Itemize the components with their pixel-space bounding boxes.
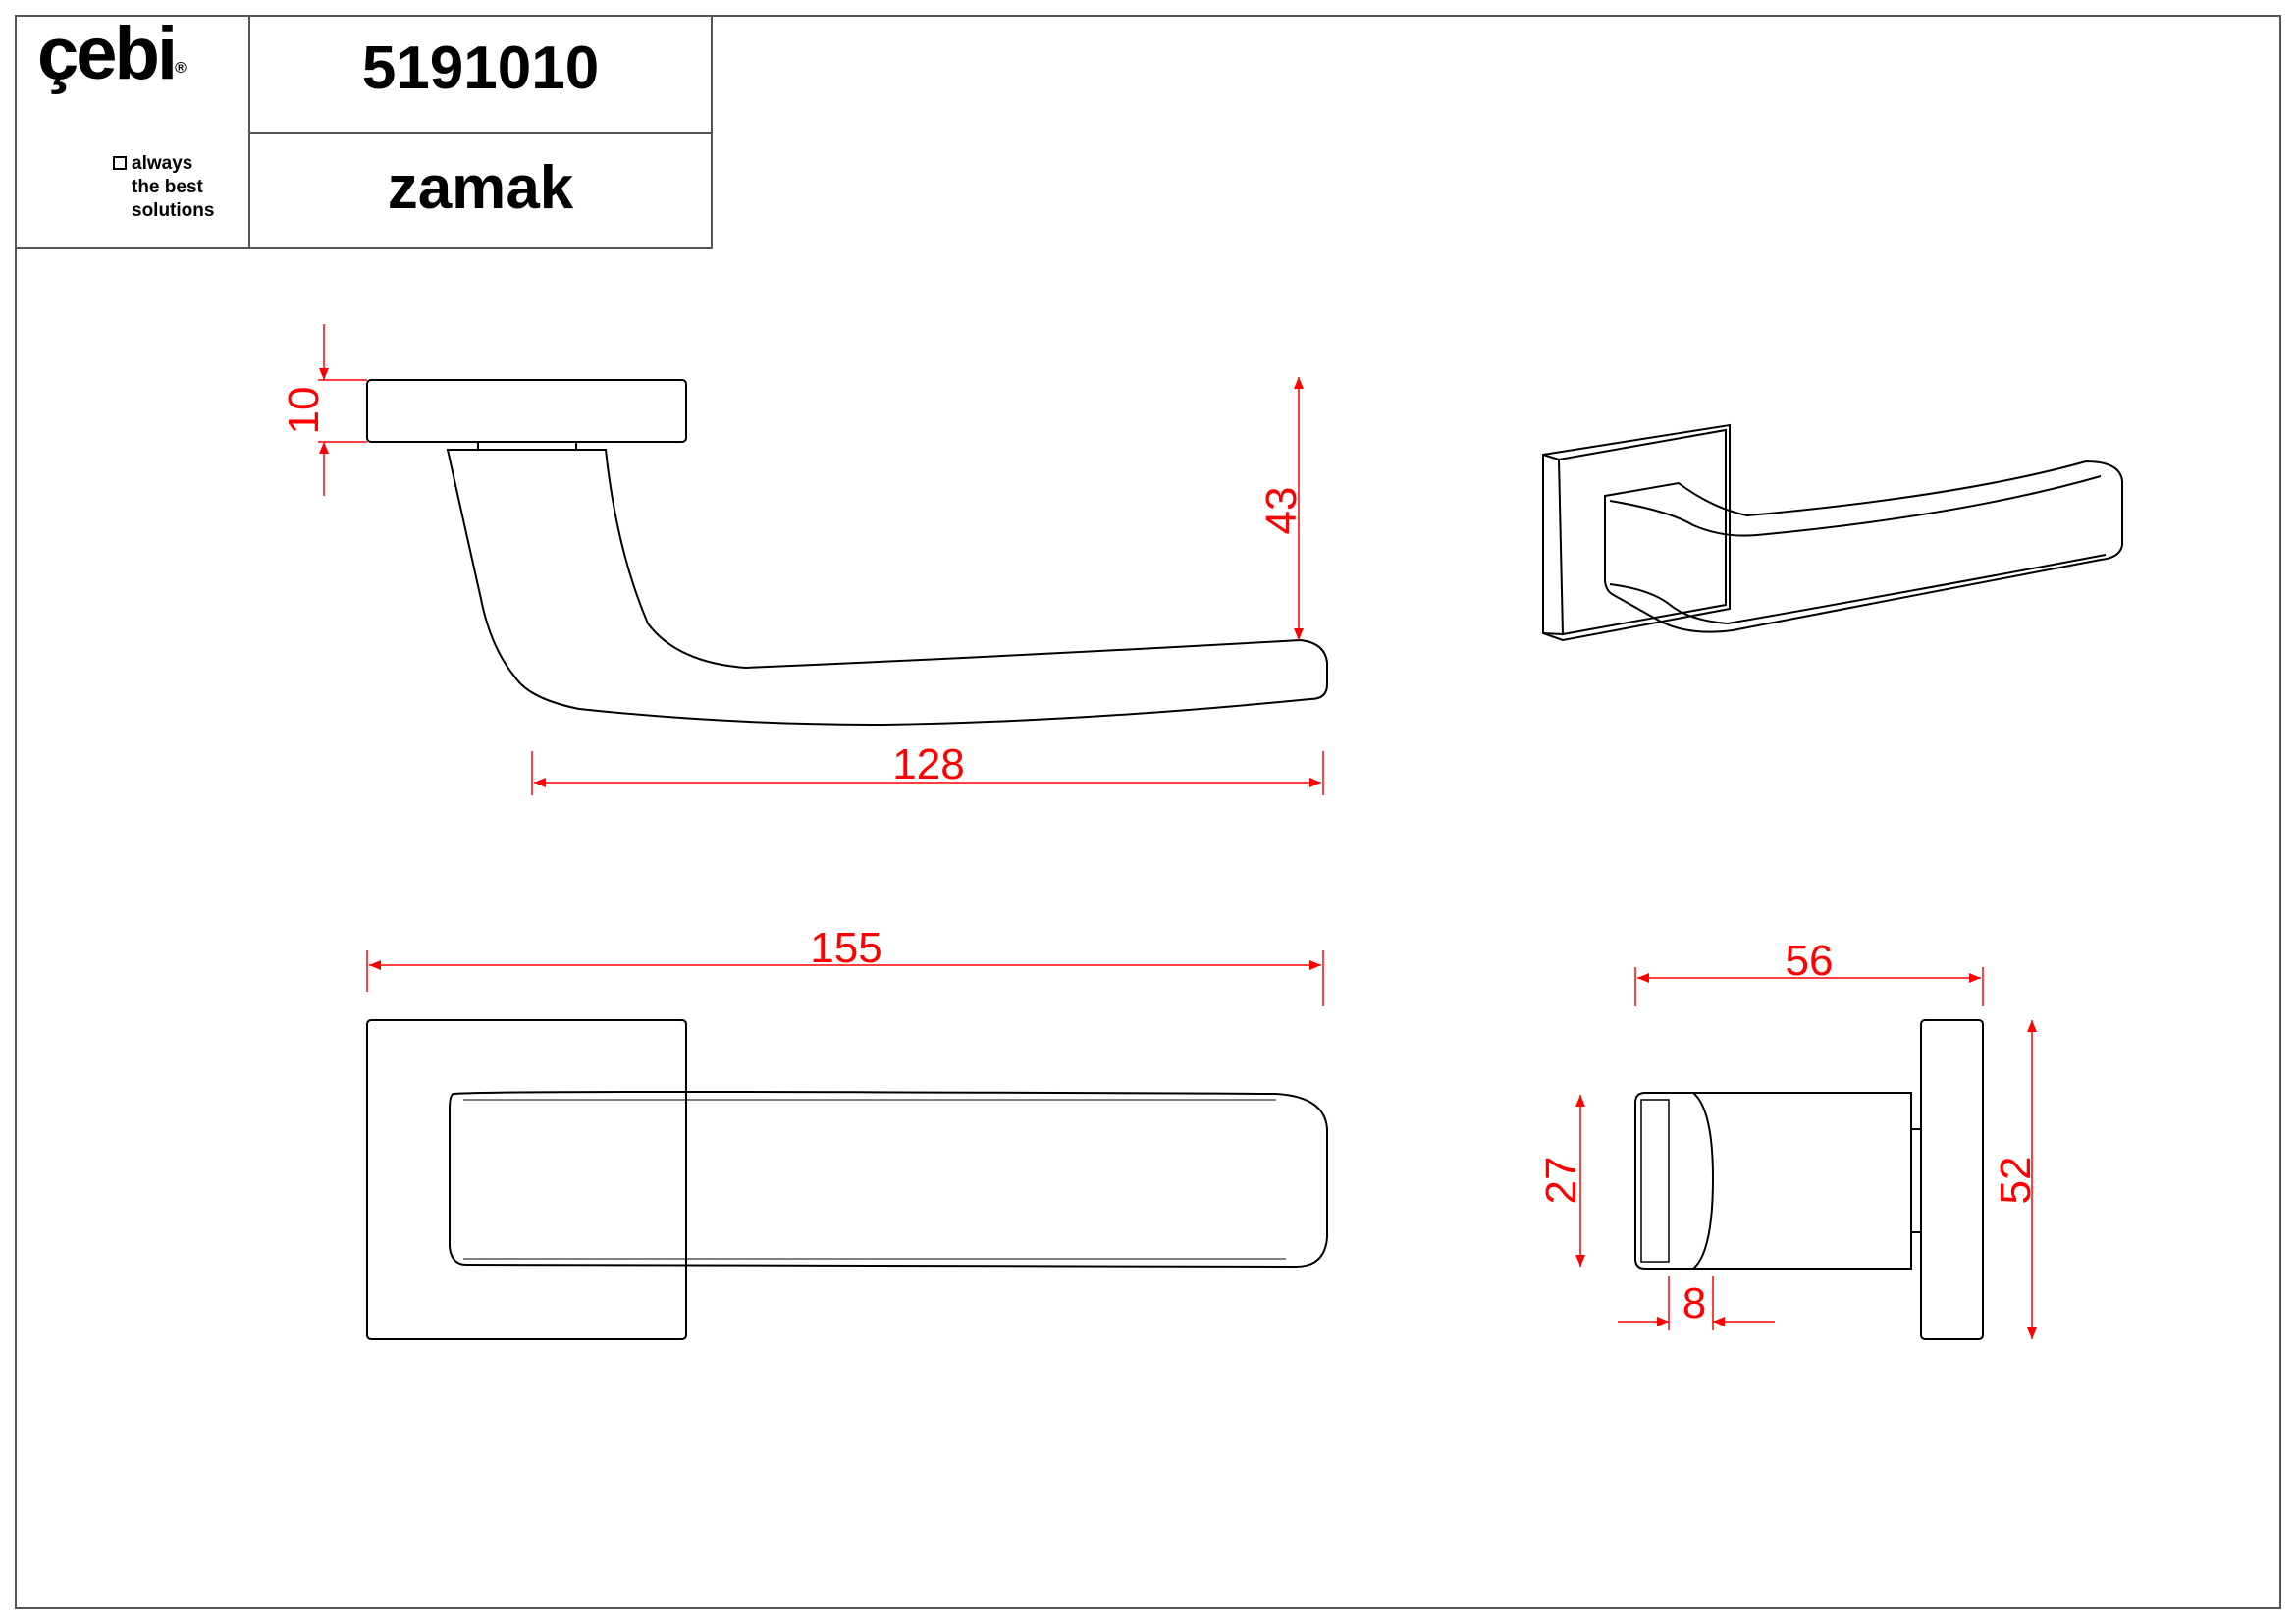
product-code: 5191010 [361, 34, 600, 102]
dim-rose-thickness: 10 [280, 387, 328, 435]
drawing-frame [15, 15, 2281, 1609]
dim-projection: 56 [1786, 937, 1834, 985]
dim-overall-length: 155 [810, 924, 881, 972]
tagline-line: always [132, 153, 193, 174]
tagline: always the best solutions [132, 152, 214, 223]
perspective-view [1542, 423, 2123, 642]
dimension-labels: 10 43 128 155 56 27 52 8 [280, 387, 2040, 1327]
tagline-checkbox-icon [113, 156, 127, 170]
dim-lever-length: 128 [892, 740, 964, 788]
end-view [1634, 1019, 1984, 1340]
dimension-lines [318, 324, 2037, 1339]
material: zamak [387, 154, 574, 222]
title-block [15, 15, 713, 249]
dim-rose-size: 52 [1992, 1157, 2040, 1205]
tagline-line: the best [132, 177, 203, 197]
brand-name: çebi [37, 12, 178, 95]
dim-lever-height: 43 [1257, 487, 1306, 535]
tagline-line: solutions [132, 200, 215, 221]
registered-mark: ® [175, 60, 187, 77]
side-view [366, 379, 1328, 727]
top-view [366, 1019, 1328, 1340]
dim-tip-thickness: 8 [1682, 1279, 1706, 1327]
dim-grip-width: 27 [1537, 1157, 1585, 1205]
brand-logo: çebi® [37, 10, 187, 113]
